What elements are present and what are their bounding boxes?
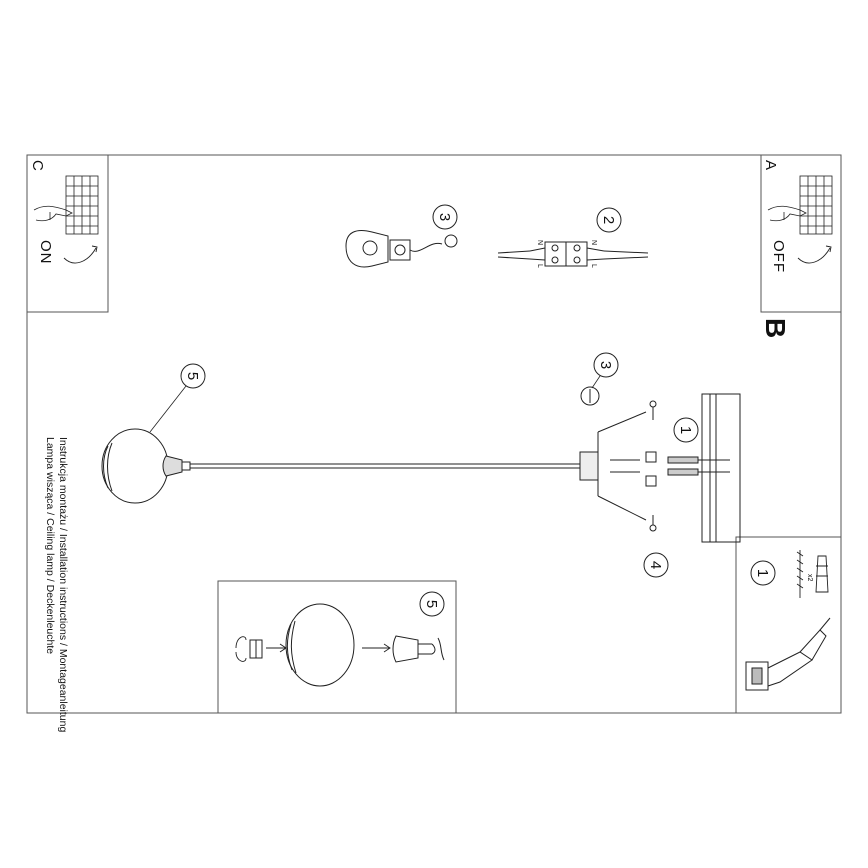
hand-icon	[33, 205, 73, 222]
panel-drill	[735, 536, 842, 714]
globe-shade	[101, 428, 169, 504]
callout-shade-main-number: 5	[184, 372, 201, 380]
callout-connector-detail-number: 2	[600, 216, 617, 224]
canopy-cap	[162, 455, 191, 477]
panel-a-letter: A	[762, 160, 779, 170]
wall-plug-icon	[815, 555, 829, 593]
rotate-arrow-icon	[63, 247, 97, 264]
rotate-arrow-icon	[797, 247, 831, 264]
callout-drill-detail-number: 1	[754, 569, 771, 577]
panel-c-word: ON	[37, 240, 54, 265]
panel-c	[26, 154, 109, 313]
callout-anchors	[673, 417, 699, 443]
suspension-cable	[190, 463, 580, 469]
callout-shade-detail-number: 5	[423, 600, 440, 608]
panel-a	[760, 154, 842, 313]
callout-connector-detail	[596, 207, 622, 233]
connector-mark-l-left: L	[536, 264, 543, 268]
callout-bracket	[593, 352, 619, 378]
earth-symbol-icon	[580, 386, 600, 406]
earth-symbol-icon	[444, 234, 458, 248]
connector-detail	[497, 241, 649, 267]
callout-shade-main	[180, 363, 206, 389]
panel-a-word: OFF	[770, 240, 787, 273]
panel-b-letter: B	[760, 318, 791, 338]
drill-icon	[745, 617, 831, 691]
callout-screws-number: 4	[647, 561, 664, 569]
screw-icon	[796, 550, 804, 598]
terminal-detail	[345, 230, 458, 268]
callout-shade-detail	[419, 591, 445, 617]
arrow-icon	[362, 643, 391, 653]
callout-drill-detail	[750, 560, 776, 586]
globe-shade-icon	[285, 603, 355, 687]
callout-terminal-detail	[432, 204, 458, 230]
callout-bracket-number: 3	[597, 361, 614, 369]
nut-icon	[249, 639, 287, 659]
connector-mark-l-right: L	[590, 264, 597, 268]
rotate-icon	[235, 636, 247, 662]
drill-quantity-note: x2	[806, 574, 813, 582]
hand-icon	[767, 205, 807, 222]
panel-shade-detail	[217, 580, 457, 714]
outer-frame	[26, 154, 842, 714]
header-line-2: Lampa wisząca / Ceiling lamp / Deckenleu…	[44, 437, 56, 654]
callout-anchors-number: 1	[677, 426, 694, 434]
wall-anchors	[667, 456, 730, 476]
ceiling-slab	[701, 393, 741, 543]
connector-mark-n-left: N	[536, 240, 543, 245]
fusebox-icon	[799, 175, 833, 235]
mounting-screws	[610, 400, 657, 532]
connector-mark-n-right: N	[590, 240, 597, 245]
fusebox-icon	[65, 175, 99, 235]
lampholder-icon	[392, 635, 445, 663]
header-line-1: Instrukcja montażu / Installation instru…	[57, 437, 69, 732]
panel-c-letter: C	[29, 160, 46, 171]
callout-terminal-detail-number: 3	[436, 213, 453, 221]
callout-screws	[643, 552, 669, 578]
ceiling-canopy	[579, 411, 647, 521]
